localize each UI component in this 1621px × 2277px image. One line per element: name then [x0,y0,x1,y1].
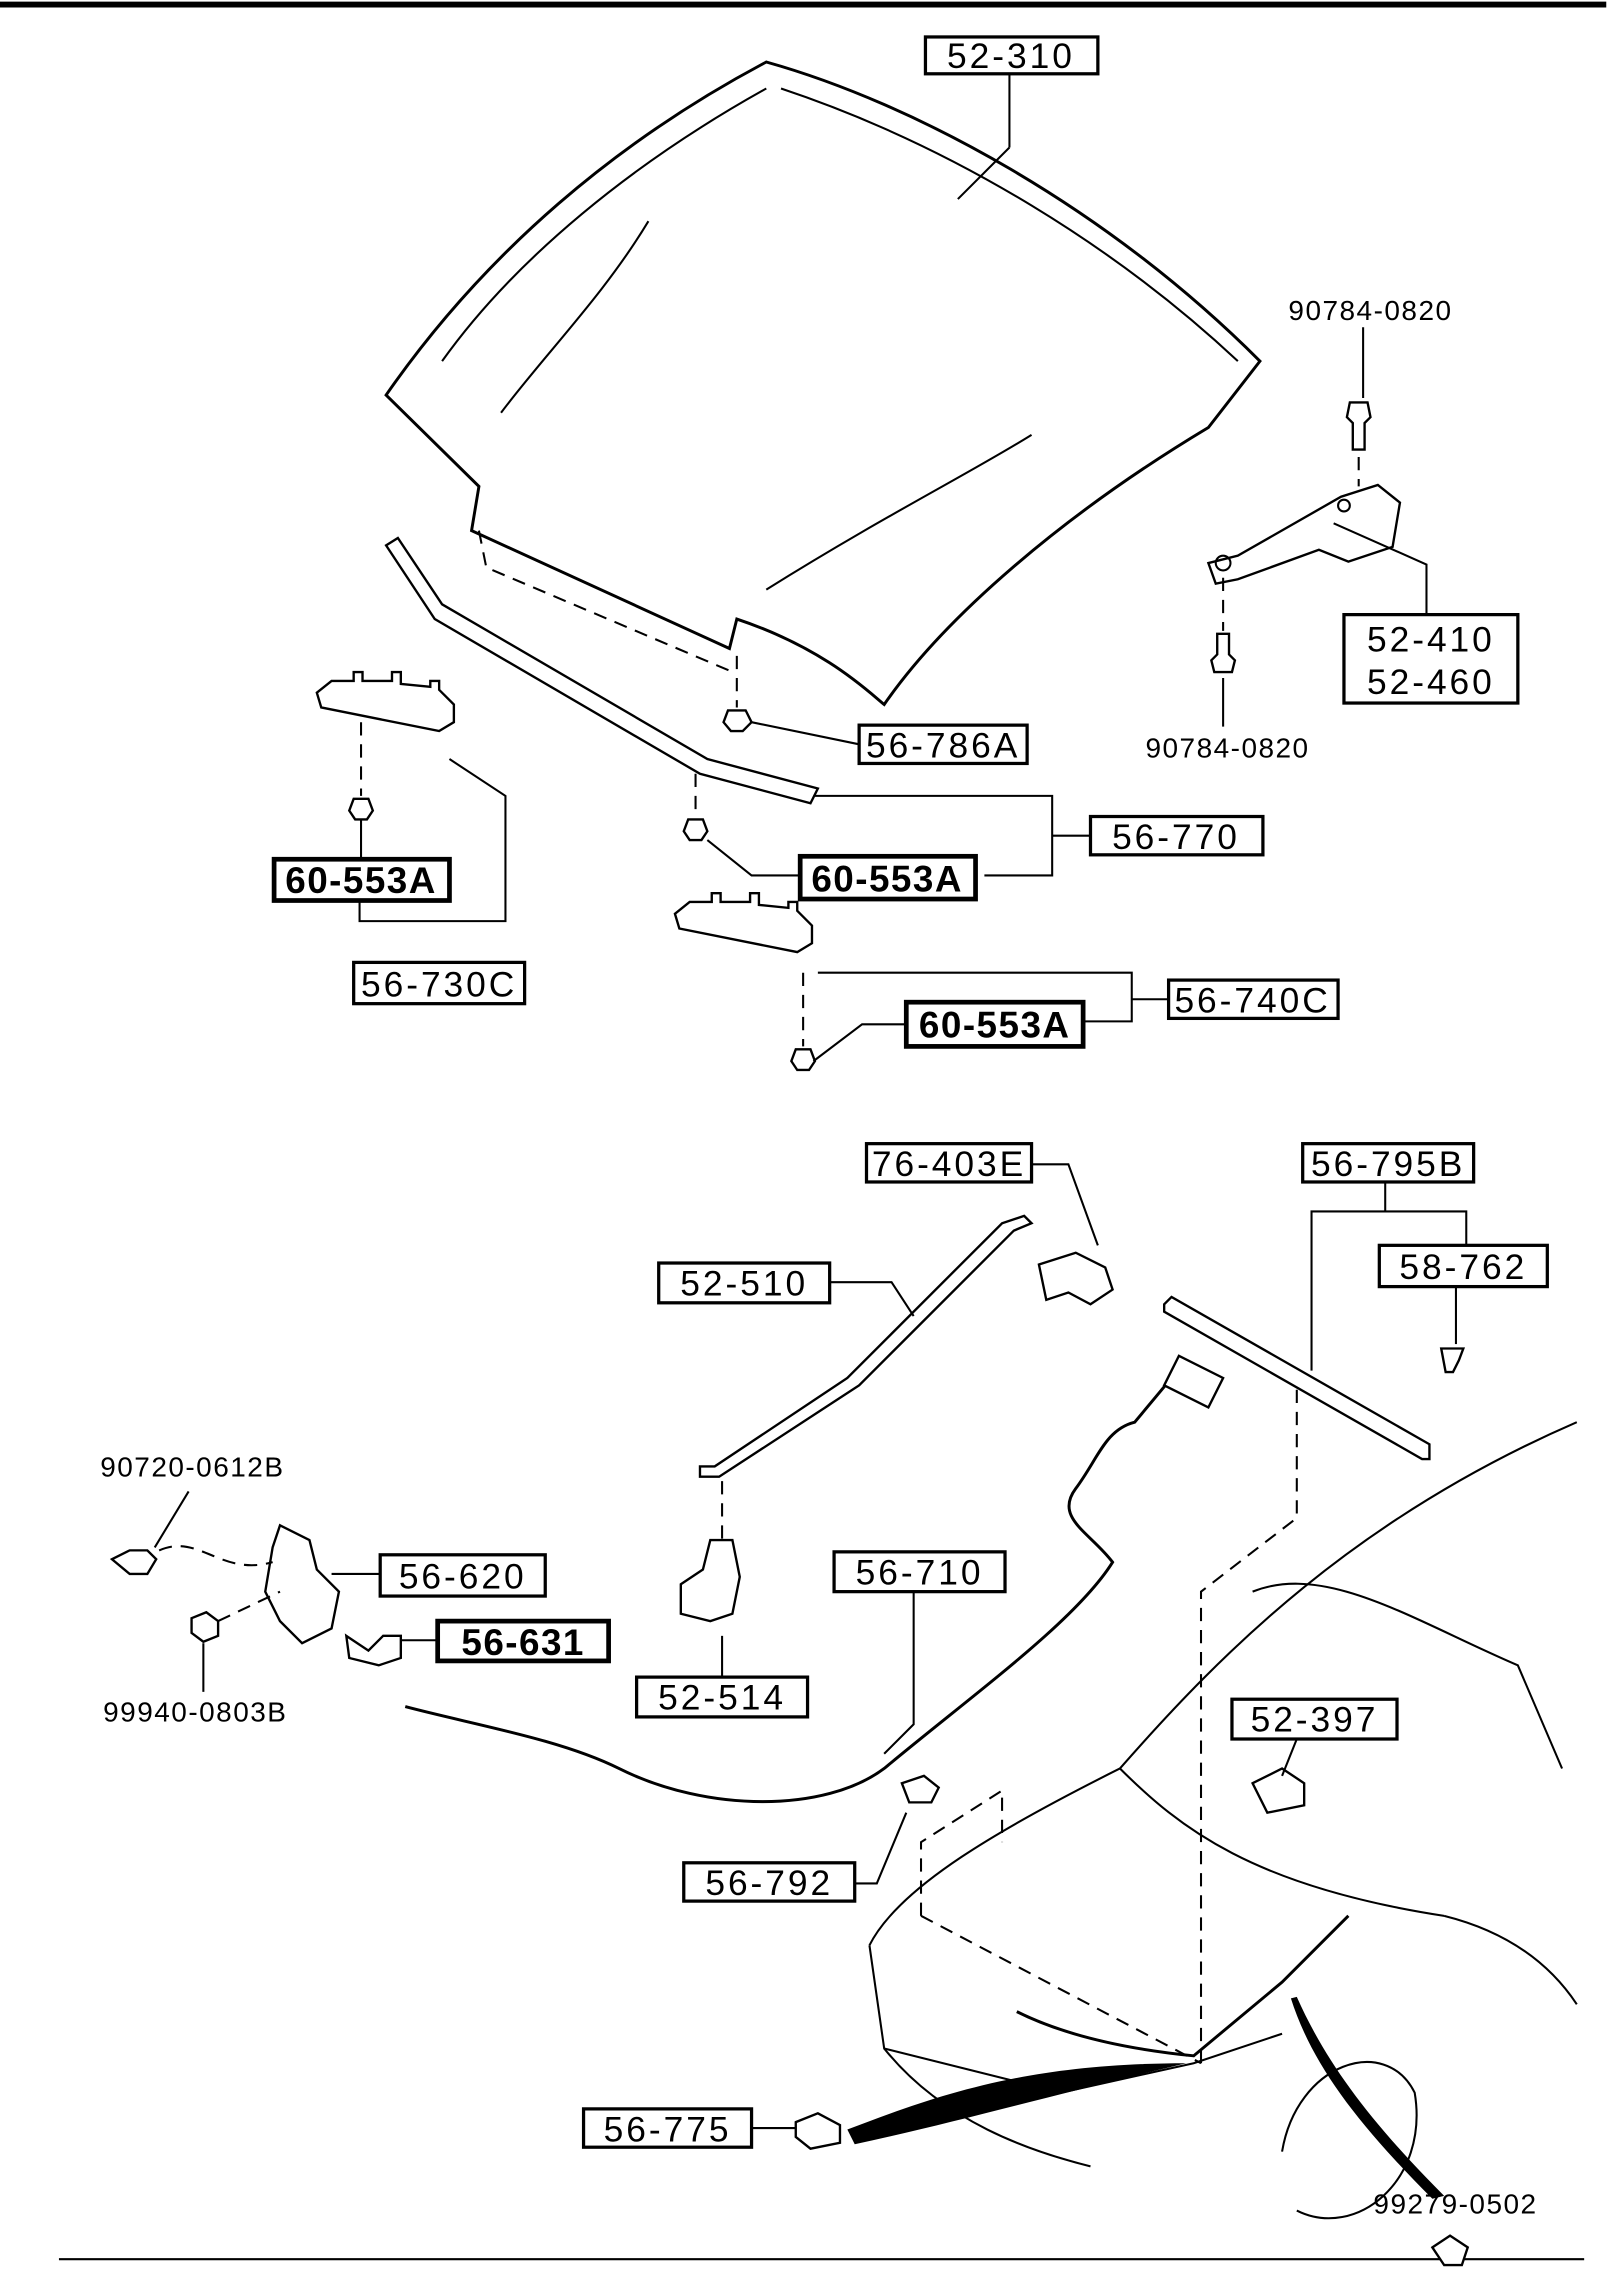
label-fastener: 58-762 [1377,1243,1549,1289]
cable-clamp-shape [1430,2234,1470,2267]
leader-cushion [854,1812,908,1885]
label-latch-bolt: 90720-0612B [100,1452,284,1483]
svg-text:56-786A: 56-786A [866,727,1020,766]
clip-lower-shape [790,1048,817,1072]
fastener-shape [1439,1347,1466,1374]
label-weatherstrip: 56-795B [1301,1142,1476,1184]
latch-shape [109,1523,403,1667]
release-handle-shape [1162,1354,1225,1410]
label-latch-nut: 99940-0803B [103,1696,287,1727]
label-hinge-bolt-top: 90784-0820 [1288,295,1452,326]
svg-text:56-710: 56-710 [856,1553,984,1592]
label-clip-mid: 60-553A [797,853,978,902]
svg-text:58-762: 58-762 [1399,1248,1527,1287]
svg-text:56-770: 56-770 [1112,818,1240,857]
label-bumper-stop: 52-397 [1230,1697,1399,1741]
hood-panel [384,60,1262,708]
label-release-cable: 56-710 [832,1550,1007,1594]
svg-text:56-631: 56-631 [461,1622,585,1663]
svg-text:76-403E: 76-403E [872,1145,1026,1184]
label-latch-cover: 56-631 [435,1618,611,1664]
label-hood-clip: 56-786A [857,723,1029,766]
hood-hinge [1206,401,1402,674]
label-clip-left: 60-553A [271,856,452,903]
svg-text:52-397: 52-397 [1251,1701,1379,1740]
rod-holder-shape [679,1538,741,1623]
label-support-rod: 52-510 [657,1261,832,1305]
guard-left-shape [315,670,456,733]
leader-latch-bolt [153,1490,190,1548]
svg-text:60-553A: 60-553A [919,1005,1071,1046]
label-cushion: 56-792 [682,1861,857,1903]
label-cable-clip: 56-775 [581,2107,754,2149]
cable-clip-shape [794,2112,842,2150]
leader-clip-mid [706,839,801,877]
svg-text:56-795B: 56-795B [1311,1145,1465,1184]
leader-support-rod [829,1281,915,1317]
cable-clip-pointer [847,2063,1187,2145]
label-hinge: 52-410 52-460 [1342,613,1520,705]
weatherstrip-shape [1162,1295,1431,1461]
svg-text:56-620: 56-620 [399,1558,527,1597]
leader-stay-holder [1031,1163,1099,1246]
label-rod-holder: 52-514 [634,1675,810,1719]
label-guard-left: 56-730C [352,960,527,1006]
svg-text:56-730C: 56-730C [361,965,517,1004]
support-rod-shape [698,1214,1034,1478]
svg-text:60-553A: 60-553A [285,860,437,901]
leader-clip-lower [812,1023,907,1062]
leader-guard-left [358,758,507,923]
clip-mid-shape [682,818,709,842]
hood-clip-shape [722,709,753,733]
leader-bumper-stop [1281,1738,1298,1777]
label-clip-lower: 60-553A [903,999,1086,1049]
clip-left-shape [347,797,375,821]
stay-holder-shape [1037,1251,1114,1306]
svg-text:60-553A: 60-553A [811,859,963,900]
leader-guard-right [817,971,1133,1023]
car-body [868,1385,1578,2220]
label-stay-holder: 76-403E [864,1142,1034,1184]
svg-text:56-792: 56-792 [705,1864,833,1903]
svg-text:56-775: 56-775 [604,2110,732,2149]
svg-text:52-514: 52-514 [658,1679,786,1718]
hood-seal [384,536,820,805]
label-hood: 52-310 [923,35,1100,76]
guard-right-shape [673,891,814,954]
release-cable-shape [404,1377,1173,1804]
leader-hood-clip [751,721,860,746]
svg-text:56-740C: 56-740C [1174,982,1330,1021]
svg-text:52-510: 52-510 [680,1264,808,1303]
label-hinge-bolt-bottom: 90784-0820 [1145,733,1309,764]
bumper-stop-shape [1251,1767,1306,1815]
label-seal: 56-770 [1088,814,1265,857]
svg-text:52-410: 52-410 [1367,620,1495,659]
svg-text:52-460: 52-460 [1367,663,1495,702]
label-cable-clamp: 99279-0502 [1373,2189,1537,2220]
clamp-pointer [1290,1996,1445,2199]
leader-hood-2 [957,146,1011,200]
leader-weatherstrip [1310,1210,1468,1371]
label-latch: 56-620 [378,1553,547,1598]
svg-text:52-310: 52-310 [947,37,1075,76]
leader-hinge [1333,522,1428,615]
label-guard-right: 56-740C [1166,978,1340,1021]
cushion-shape [900,1774,941,1804]
leader-release-cable [883,1591,915,1755]
